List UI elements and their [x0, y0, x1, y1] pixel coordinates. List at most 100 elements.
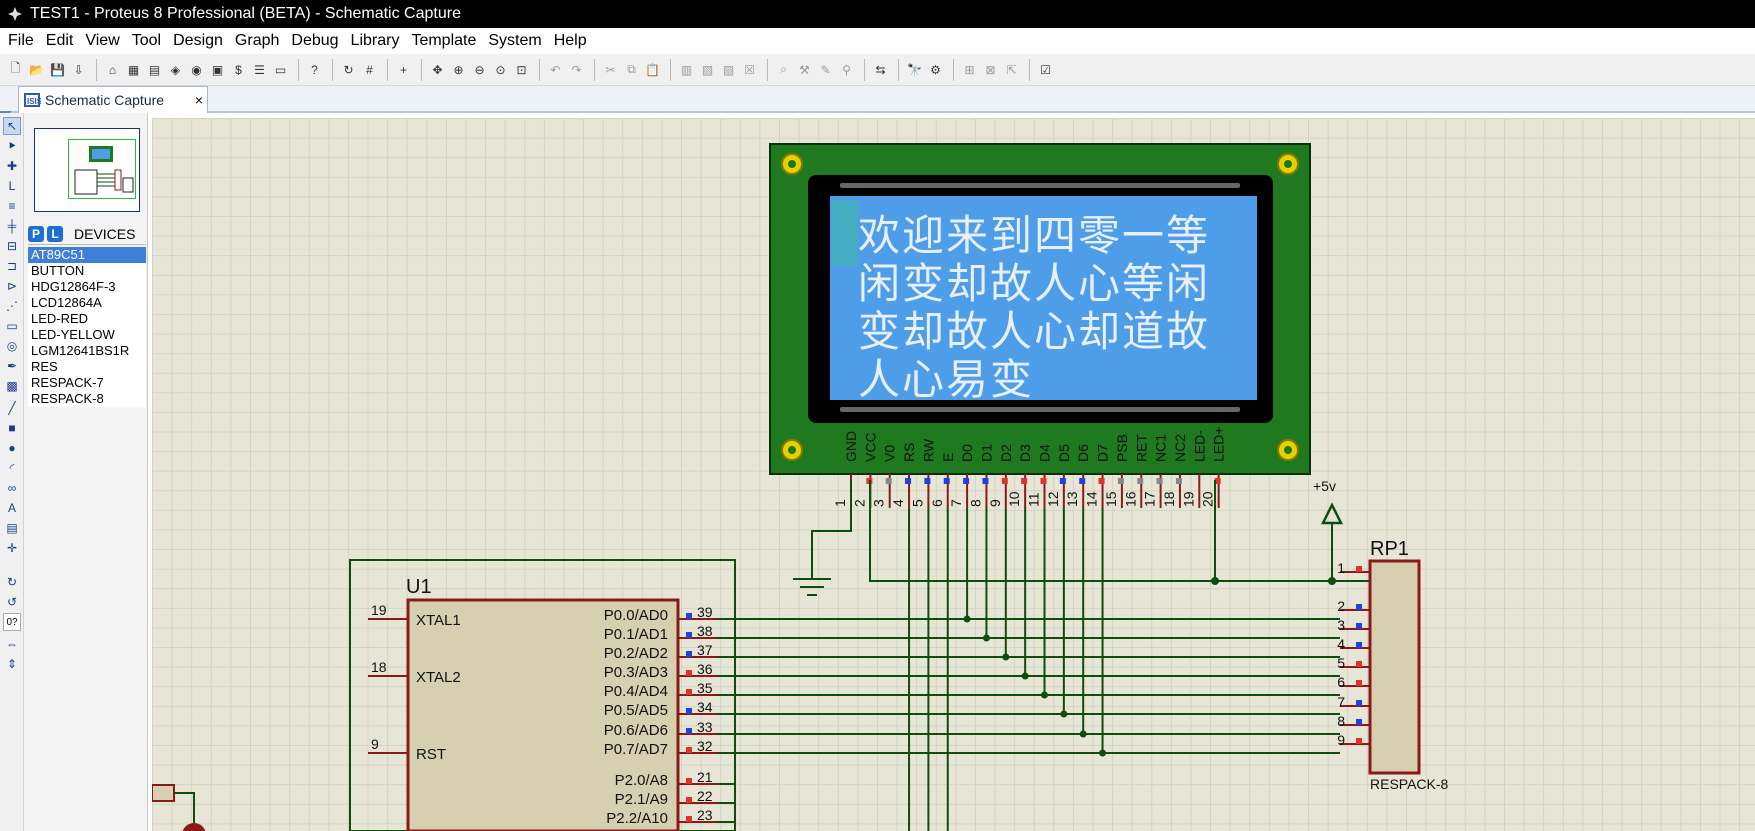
- partial-component[interactable]: [152, 784, 206, 831]
- rotate-anticlockwise-icon[interactable]: ↺: [6, 595, 18, 609]
- origin-icon[interactable]: +: [399, 62, 407, 77]
- redo-icon[interactable]: ↷: [571, 62, 582, 77]
- menu-graph[interactable]: Graph: [234, 32, 280, 49]
- menu-file[interactable]: File: [8, 32, 34, 49]
- mirror-y-icon[interactable]: ⇕: [6, 657, 18, 671]
- cut-icon[interactable]: ✂: [605, 62, 616, 77]
- menu-debug[interactable]: Debug: [291, 32, 339, 49]
- grid-toggle-icon[interactable]: #: [366, 62, 373, 77]
- device-item[interactable]: LCD12864A: [31, 295, 102, 310]
- tape-recorder-icon[interactable]: ▭: [6, 319, 18, 333]
- circle-tool-icon[interactable]: ●: [8, 441, 16, 455]
- device-item[interactable]: LED-YELLOW: [31, 327, 115, 342]
- property-assignment-icon[interactable]: ⚙: [930, 62, 941, 77]
- undo-icon[interactable]: ↶: [550, 62, 561, 77]
- zoom-in-icon[interactable]: ⊕: [453, 62, 464, 77]
- 3d-viewer-icon[interactable]: ◈: [170, 62, 181, 77]
- path-tool-icon[interactable]: ∞: [7, 481, 17, 495]
- subcircuit-icon[interactable]: ⊟: [6, 239, 18, 253]
- menu-tool[interactable]: Tool: [131, 32, 162, 49]
- power-terminal-5v[interactable]: +5v: [1313, 478, 1344, 581]
- zoom-out-icon[interactable]: ⊖: [474, 62, 485, 77]
- device-item[interactable]: RESPACK-8: [31, 391, 104, 406]
- new-sheet-icon[interactable]: ⊞: [964, 62, 975, 77]
- device-item[interactable]: AT89C51: [28, 247, 146, 263]
- help-icon[interactable]: ?: [311, 62, 318, 77]
- pan-icon[interactable]: ✥: [432, 62, 443, 77]
- device-item[interactable]: BUTTON: [31, 263, 85, 278]
- library-manager-button[interactable]: L: [47, 225, 63, 242]
- menu-help[interactable]: Help: [553, 32, 587, 49]
- component-mode-icon[interactable]: ⯈: [7, 138, 17, 153]
- junction-dot-icon[interactable]: ✚: [6, 159, 18, 173]
- schematic-icon[interactable]: ▦: [127, 62, 140, 77]
- open-file-icon[interactable]: 📂: [29, 62, 44, 77]
- exit-to-parent-icon[interactable]: ⇱: [1006, 62, 1017, 77]
- copy-icon[interactable]: ⧉: [627, 62, 636, 76]
- virtual-instruments-icon[interactable]: ▩: [6, 379, 18, 393]
- text-tool-icon[interactable]: A: [7, 501, 16, 515]
- pick-device-icon[interactable]: ⌕: [780, 62, 787, 76]
- marker-tool-icon[interactable]: ✛: [6, 541, 18, 555]
- text-script-icon[interactable]: ≡: [8, 199, 16, 213]
- overview-viewport[interactable]: [68, 139, 136, 199]
- refresh-icon[interactable]: ↻: [343, 62, 354, 77]
- tab-schematic-capture[interactable]: ISIS Schematic Capture ×: [18, 86, 208, 113]
- device-item[interactable]: RES: [31, 359, 58, 374]
- save-icon[interactable]: 💾: [50, 62, 65, 77]
- home-icon[interactable]: ⌂: [108, 62, 117, 77]
- wire-label-icon[interactable]: L: [8, 179, 16, 193]
- menu-view[interactable]: View: [85, 32, 120, 49]
- rotation-angle-field[interactable]: 0?: [3, 613, 21, 631]
- script-icon[interactable]: ▭: [274, 62, 287, 77]
- block-rotate-icon[interactable]: ▨: [722, 62, 735, 77]
- menu-design[interactable]: Design: [173, 32, 223, 49]
- zoom-area-icon[interactable]: ⊡: [516, 62, 527, 77]
- device-item[interactable]: LGM12641BS1R: [31, 343, 130, 358]
- voltage-probe-icon[interactable]: ✒: [6, 359, 18, 373]
- electrical-rule-check-icon[interactable]: ☑: [1040, 62, 1051, 77]
- device-item[interactable]: LED-RED: [31, 311, 89, 326]
- selection-mode-icon[interactable]: ↖: [3, 117, 21, 135]
- bom-icon[interactable]: $: [235, 62, 242, 77]
- tab-close-icon[interactable]: ×: [194, 92, 204, 108]
- remove-sheet-icon[interactable]: ⊠: [985, 62, 996, 77]
- ground-symbol[interactable]: [793, 480, 852, 596]
- block-move-icon[interactable]: ▧: [701, 62, 714, 77]
- graph-icon[interactable]: ⋰: [6, 299, 18, 313]
- box-tool-icon[interactable]: ■: [8, 421, 16, 435]
- new-file-icon[interactable]: 🗋: [10, 61, 21, 75]
- pick-devices-button[interactable]: P: [28, 225, 44, 242]
- overview-window[interactable]: [34, 128, 140, 212]
- menu-system[interactable]: System: [488, 32, 542, 49]
- lcd12864-module[interactable]: 欢迎来到四零一等 闲变却故人心等闲 变却故人心却道故 人心易变 GND1VCC2…: [769, 143, 1311, 508]
- pcb-layout-icon[interactable]: ▤: [148, 62, 161, 77]
- device-pins-icon[interactable]: ⊳: [6, 279, 18, 293]
- device-item[interactable]: RESPACK-7: [31, 375, 104, 390]
- paste-icon[interactable]: 📋: [645, 62, 660, 77]
- proteus-app-icon[interactable]: [6, 5, 24, 23]
- block-copy-icon[interactable]: ▥: [680, 62, 693, 77]
- gerber-icon[interactable]: ◉: [191, 62, 202, 77]
- symbol-tool-icon[interactable]: ▤: [6, 521, 18, 535]
- schematic-drawing[interactable]: 欢迎来到四零一等 闲变却故人心等闲 变却故人心却道故 人心易变 GND1VCC2…: [152, 118, 1755, 831]
- mirror-x-icon[interactable]: ⇔: [6, 637, 18, 651]
- device-item[interactable]: HDG12864F-3: [31, 279, 116, 294]
- make-device-icon[interactable]: ⚒: [799, 62, 810, 77]
- import-icon[interactable]: ⇩: [73, 62, 84, 77]
- packaging-tool-icon[interactable]: ✎: [820, 62, 831, 77]
- menu-library[interactable]: Library: [350, 32, 400, 49]
- zoom-all-icon[interactable]: ⊙: [495, 62, 506, 77]
- menu-edit[interactable]: Edit: [45, 32, 74, 49]
- rotate-clockwise-icon[interactable]: ↻: [6, 575, 18, 589]
- wire-autorouter-icon[interactable]: ⇆: [875, 62, 886, 77]
- line-tool-icon[interactable]: ╱: [8, 401, 16, 415]
- generator-icon[interactable]: ◎: [6, 339, 18, 353]
- source-code-icon[interactable]: ☰: [254, 62, 265, 77]
- block-delete-icon[interactable]: ☒: [744, 62, 755, 77]
- menu-template[interactable]: Template: [411, 32, 477, 49]
- design-explorer-icon[interactable]: ▣: [211, 62, 224, 77]
